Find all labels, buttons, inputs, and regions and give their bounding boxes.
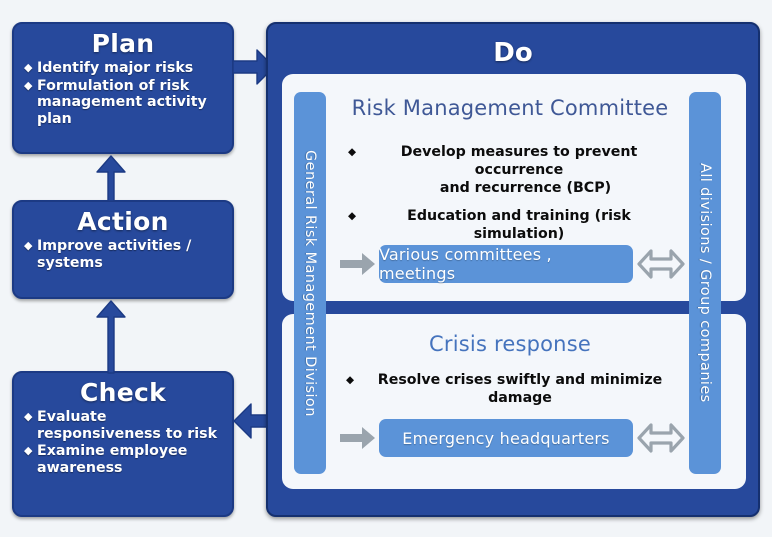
action-bullet-list: ◆ Improve activities / systems [24, 238, 222, 271]
check-bullet-0: Evaluate responsiveness to risk [37, 409, 218, 442]
risk-management-committee-heading: Risk Management Committee [351, 96, 669, 120]
various-committees-meetings-box[interactable]: Various committees , meetings [379, 245, 633, 283]
crisis-response-panel [282, 314, 746, 489]
action-bullet-0: Improve activities / systems [37, 238, 192, 271]
check-title: Check [79, 378, 167, 407]
rmc-bullet-0-line2: and recurrence (BCP) [439, 179, 612, 196]
arrow-both-emergency-divisions [637, 423, 685, 453]
diamond-bullet-icon: ◆ [348, 146, 357, 158]
plan-title: Plan [91, 29, 155, 58]
general-risk-management-division-sidebar[interactable]: General Risk Management Division [294, 92, 326, 474]
plan-bullet-1: Formulation of risk management activity … [37, 77, 207, 127]
list-item: ◆ Identify major risks [24, 60, 222, 77]
all-divisions-group-companies-sidebar[interactable]: All divisions / Group companies [689, 92, 721, 474]
emergency-headquarters-box[interactable]: Emergency headquarters [379, 419, 633, 457]
diamond-bullet-icon: ◆ [348, 210, 357, 223]
various-committees-meetings-label: Various committees , meetings [379, 245, 552, 283]
general-risk-management-division-label: General Risk Management Division [302, 149, 318, 417]
arrow-right-into-committees [340, 253, 375, 275]
check-bullet-1: Examine employee awareness [37, 443, 188, 476]
diamond-bullet-icon: ◆ [24, 410, 33, 423]
diamond-bullet-icon: ◆ [24, 61, 33, 74]
rmc-bullet-0-line1: Develop measures to prevent occurrence [400, 144, 638, 178]
list-item: ◆ Resolve crises swiftly and minimize da… [346, 372, 682, 408]
risk-management-committee-bullets: ◆ Develop measures to prevent occurrence… [348, 144, 678, 244]
check-bullet-list: ◆ Evaluate responsiveness to risk ◆ Exam… [24, 409, 222, 476]
list-item: ◆ Education and training (risk simulatio… [348, 208, 678, 244]
diamond-bullet-icon: ◆ [24, 239, 33, 252]
plan-bullet-0: Identify major risks [37, 60, 194, 76]
crisis-response-bullets: ◆ Resolve crises swiftly and minimize da… [346, 372, 682, 408]
plan-bullet-list: ◆ Identify major risks ◆ Formulation of … [24, 60, 222, 127]
diamond-bullet-icon: ◆ [24, 444, 33, 458]
list-item: ◆ Improve activities / systems [24, 238, 222, 271]
plan-box[interactable]: Plan ◆ Identify major risks ◆ Formulatio… [12, 22, 234, 154]
arrow-check-to-action [96, 300, 126, 374]
arrow-action-to-plan [96, 155, 126, 202]
do-title: Do [493, 38, 533, 68]
diamond-bullet-icon: ◆ [24, 78, 33, 92]
action-box[interactable]: Action ◆ Improve activities / systems [12, 200, 234, 299]
list-item: ◆ Evaluate responsiveness to risk [24, 409, 222, 442]
arrow-plan-to-do [232, 49, 275, 85]
crisis-bullet-0-line1: Resolve crises swiftly and minimize dama… [377, 372, 663, 406]
rmc-bullet-1-line1: Education and training (risk simulation) [407, 208, 631, 242]
arrow-right-into-emergency [340, 427, 375, 449]
list-item: ◆ Examine employee awareness [24, 443, 222, 476]
crisis-response-heading: Crisis response [429, 332, 591, 356]
list-item: ◆ Develop measures to prevent occurrence… [348, 144, 678, 197]
do-panel: Do General Risk Management Division All … [266, 22, 760, 517]
check-box[interactable]: Check ◆ Evaluate responsiveness to risk … [12, 371, 234, 517]
diamond-bullet-icon: ◆ [346, 374, 355, 386]
emergency-headquarters-label: Emergency headquarters [402, 428, 610, 448]
all-divisions-group-companies-label: All divisions / Group companies [697, 163, 713, 403]
action-title: Action [77, 207, 169, 236]
arrow-both-committees-divisions [637, 249, 685, 279]
list-item: ◆ Formulation of risk management activit… [24, 78, 222, 128]
